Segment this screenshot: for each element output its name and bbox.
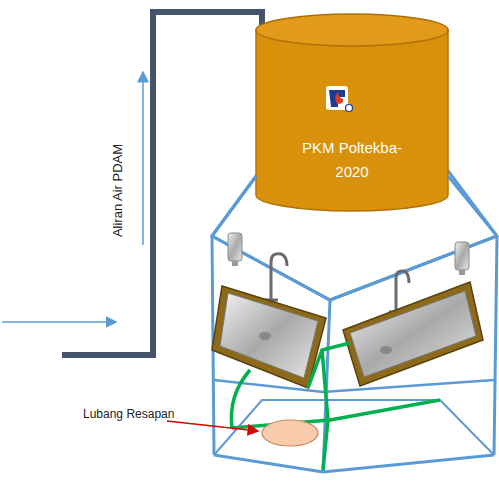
part-label: Lubang Resapan — [83, 407, 174, 421]
water-tank — [256, 14, 448, 211]
infiltration-hole — [262, 420, 318, 446]
drain-pipe — [231, 343, 440, 470]
frame — [212, 176, 497, 300]
tank-text: PKM Poltekba- 2020 — [292, 136, 412, 184]
faucet — [264, 254, 409, 312]
sink — [212, 282, 483, 388]
flow-label: Aliran Air PDAM — [110, 143, 125, 236]
logo — [326, 86, 353, 112]
flow-arrow — [142, 72, 144, 245]
leader-arrow — [167, 421, 258, 431]
flow-arrow — [2, 321, 116, 323]
tank-label: PKM Poltekba- 2020 — [292, 136, 412, 184]
soap-dispenser — [228, 233, 469, 275]
